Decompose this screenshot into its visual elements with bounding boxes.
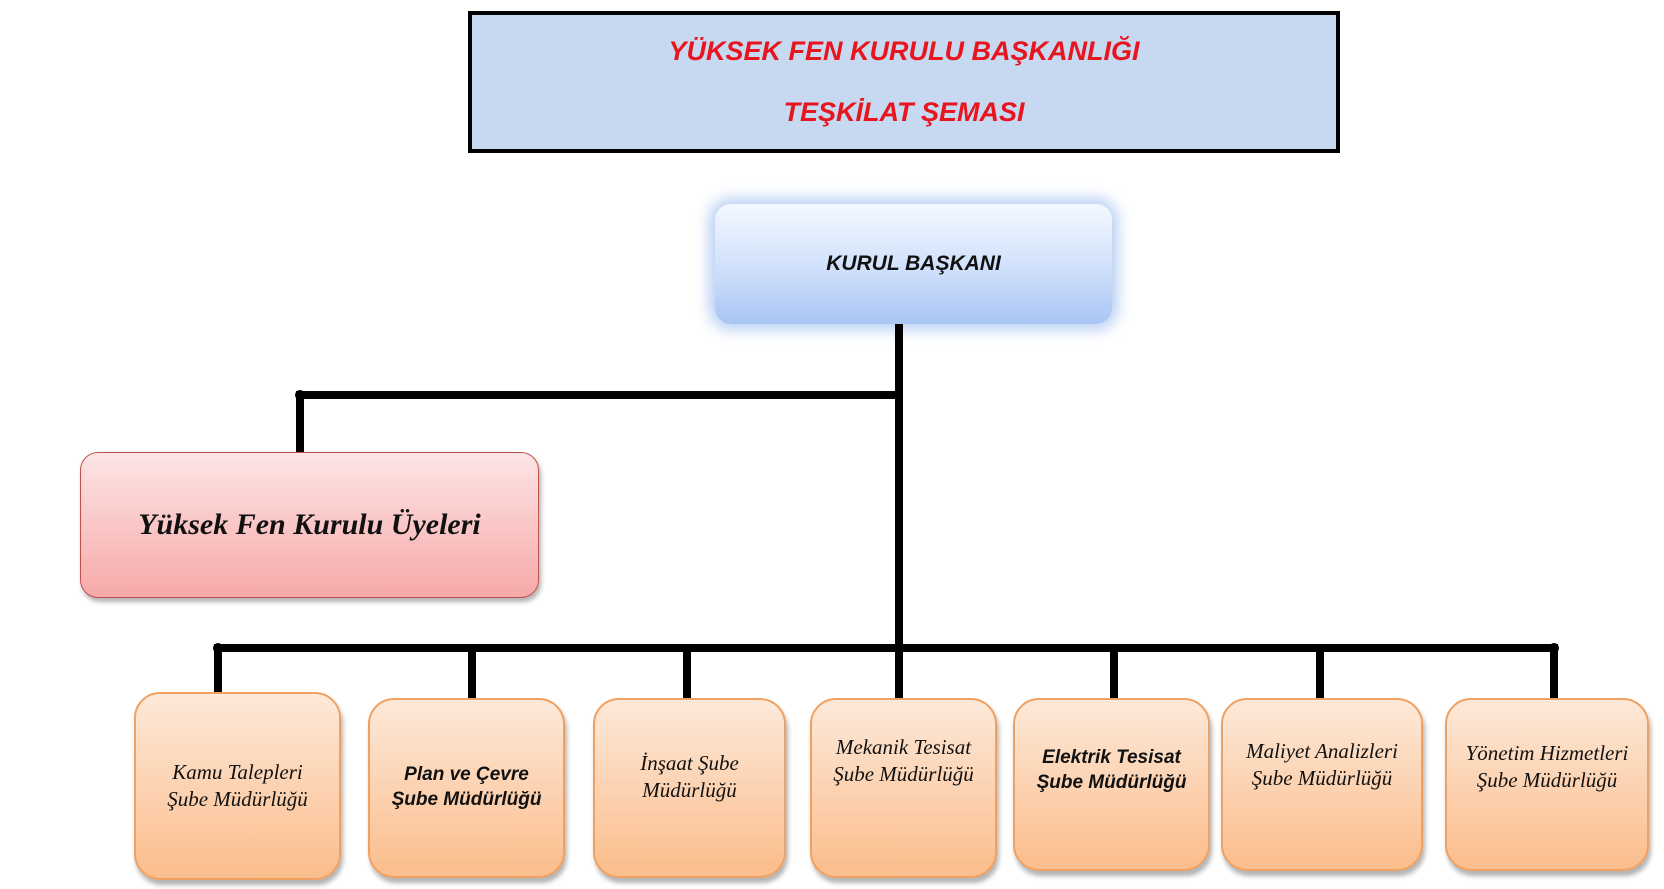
connector-unit bbox=[1110, 648, 1118, 699]
node-elektrik-tesisat: Elektrik Tesisat Şube Müdürlüğü bbox=[1013, 698, 1210, 871]
node-label: İnşaat Şube Müdürlüğü bbox=[640, 751, 739, 803]
node-label: Plan ve Çevre Şube Müdürlüğü bbox=[391, 764, 542, 810]
node-label: Yüksek Fen Kurulu Üyeleri bbox=[138, 508, 481, 541]
connector-members-h bbox=[296, 391, 903, 399]
connector-unit bbox=[1316, 648, 1324, 699]
title-line-2: TEŞKİLAT ŞEMASI bbox=[783, 97, 1025, 127]
node-label: Yönetim Hizmetleri Şube Müdürlüğü bbox=[1465, 741, 1629, 793]
connector-trunk bbox=[895, 324, 903, 652]
connector-unit bbox=[683, 648, 691, 699]
connector-members-v bbox=[296, 391, 304, 453]
node-plan-cevre: Plan ve Çevre Şube Müdürlüğü bbox=[368, 698, 565, 878]
node-mekanik-tesisat: Mekanik Tesisat Şube Müdürlüğü bbox=[810, 698, 997, 878]
connector-units-h bbox=[214, 644, 1558, 652]
chart-title-box: YÜKSEK FEN KURULU BAŞKANLIĞI TEŞKİLAT ŞE… bbox=[468, 11, 1340, 153]
connector-unit bbox=[1550, 648, 1558, 699]
node-kamu-talepleri: Kamu Talepleri Şube Müdürlüğü bbox=[134, 692, 341, 880]
node-insaat: İnşaat Şube Müdürlüğü bbox=[593, 698, 786, 878]
node-label: KURUL BAŞKANI bbox=[826, 252, 1001, 275]
node-label: Elektrik Tesisat Şube Müdürlüğü bbox=[1036, 747, 1187, 793]
node-label: Kamu Talepleri Şube Müdürlüğü bbox=[167, 759, 308, 811]
connector-unit bbox=[214, 648, 222, 693]
title-line-1: YÜKSEK FEN KURULU BAŞKANLIĞI bbox=[668, 36, 1140, 66]
connector-unit bbox=[468, 648, 476, 699]
node-kurul-uyeleri: Yüksek Fen Kurulu Üyeleri bbox=[80, 452, 539, 598]
connector-dot bbox=[295, 390, 305, 400]
node-maliyet-analizleri: Maliyet Analizleri Şube Müdürlüğü bbox=[1221, 698, 1423, 871]
node-kurul-baskani: KURUL BAŞKANI bbox=[715, 204, 1112, 324]
node-label: Mekanik Tesisat Şube Müdürlüğü bbox=[833, 735, 974, 787]
node-label: Maliyet Analizleri Şube Müdürlüğü bbox=[1246, 739, 1398, 791]
node-yonetim-hizmetleri: Yönetim Hizmetleri Şube Müdürlüğü bbox=[1445, 698, 1649, 871]
connector-unit bbox=[895, 648, 903, 699]
